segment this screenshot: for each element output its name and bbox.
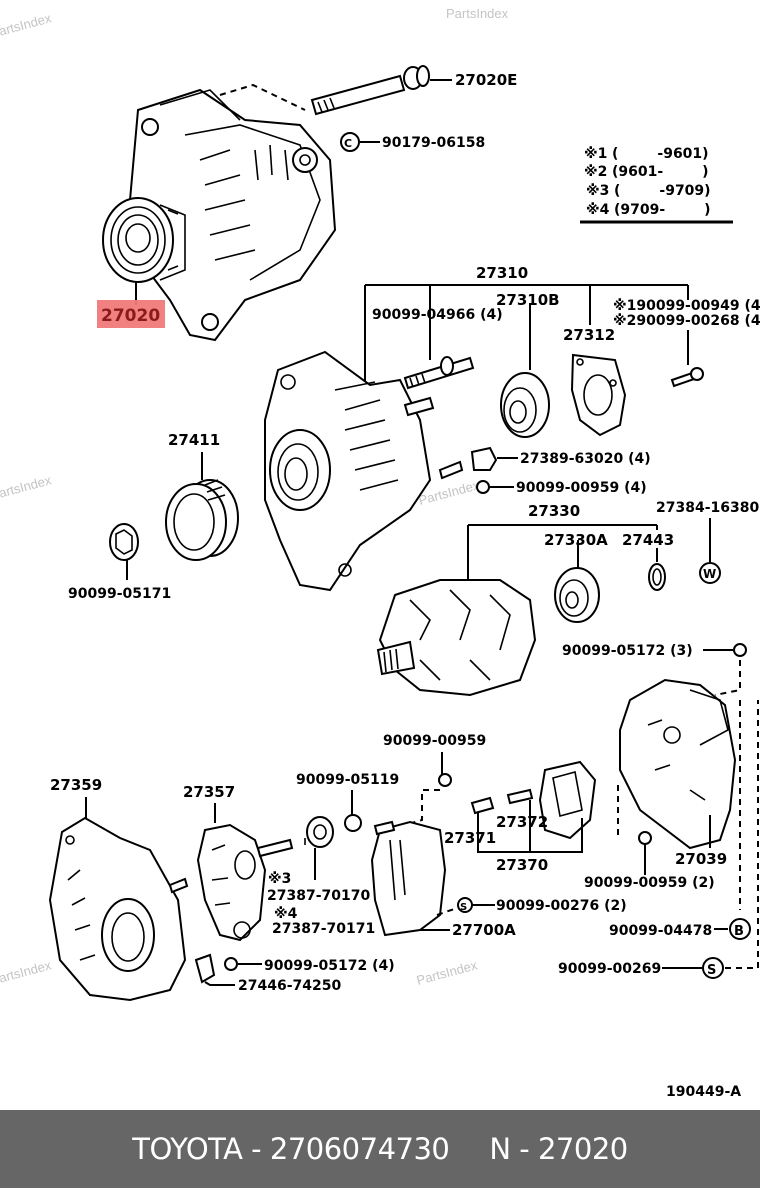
part-label-27020[interactable]: 27020 — [101, 306, 160, 326]
part-label-27389-63020[interactable]: 27389-63020 (4) — [520, 451, 651, 467]
part-label-90099-00959-4[interactable]: 90099-00959 (4) — [516, 480, 647, 496]
screw-drawing — [670, 367, 704, 388]
part-label-27330[interactable]: 27330 — [528, 502, 580, 520]
part-label-90099-05172-4[interactable]: 90099-05172 (4) — [264, 958, 395, 974]
part-label-90099-00959[interactable]: 90099-00959 — [383, 733, 486, 749]
part-label-27370[interactable]: 27370 — [496, 856, 548, 874]
legend-mark-4: ※4 — [586, 202, 610, 218]
part-label-27411[interactable]: 27411 — [168, 431, 220, 449]
part-label-27371[interactable]: 27371 — [444, 829, 496, 847]
part-label-27330A[interactable]: 27330A — [544, 531, 608, 549]
drive-end-frame-drawing — [264, 350, 464, 592]
part-label-27310[interactable]: 27310 — [476, 264, 528, 282]
part-label-27446-74250[interactable]: 27446-74250 — [238, 978, 341, 994]
watermark: PartsIndex — [0, 10, 53, 41]
watermark: PartsIndex — [415, 957, 479, 988]
part-info-footer: TOYOTA - 2706074730 N - 27020 — [0, 1110, 760, 1188]
legend-mark-2: ※2 — [584, 164, 607, 180]
rectifier-27357-drawing — [196, 823, 294, 942]
b-symbol: B — [729, 918, 751, 940]
part-label-90099-05171[interactable]: 90099-05171 — [68, 586, 171, 602]
reference-number: N - 27020 — [489, 1132, 628, 1166]
bearing-27310B-drawing — [500, 372, 550, 438]
rear-cover-27039-drawing — [619, 678, 737, 850]
washer-w-symbol: W — [699, 562, 721, 584]
mark-4: ※4 — [274, 906, 298, 922]
through-bolt-drawing — [219, 65, 452, 116]
part-label-27359[interactable]: 27359 — [50, 776, 102, 794]
part-label-27020E[interactable]: 27020E — [455, 71, 517, 89]
mark-3: ※3 — [268, 871, 291, 887]
stud-drawing — [403, 356, 475, 390]
watermark: PartsIndex — [446, 6, 509, 21]
part-label-90099-00959-2[interactable]: 90099-00959 (2) — [584, 875, 715, 891]
part-label-90099-00276[interactable]: 90099-00276 (2) — [496, 898, 627, 914]
nut-05171-drawing — [109, 523, 139, 580]
svg-text:S: S — [707, 963, 716, 978]
27310-bracket — [364, 284, 689, 385]
part-label-90099-04478[interactable]: 90099-04478 — [609, 923, 712, 939]
end-frame-27359-drawing — [48, 816, 189, 1002]
part-label-27387-70170[interactable]: 27387-70170 — [267, 888, 370, 904]
legend-range-1: ( -9601) — [612, 146, 709, 162]
insulator-27387-drawing — [304, 816, 334, 880]
part-label-90099-05172-3[interactable]: 90099-05172 (3) — [562, 643, 693, 659]
nut-icon — [733, 643, 747, 657]
part-label-90099-04966[interactable]: 90099-04966 (4) — [372, 307, 503, 323]
svg-text:S: S — [460, 902, 467, 913]
nut-icon — [438, 773, 452, 787]
legend-mark-3: ※3 — [586, 183, 609, 199]
c-symbol: C — [344, 137, 352, 150]
part-label-27443[interactable]: 27443 — [622, 531, 674, 549]
highlight-box — [97, 300, 165, 328]
svg-text:W: W — [703, 567, 716, 581]
terminal-insulator-drawing — [470, 446, 518, 494]
part-label-27700A[interactable]: 27700A — [452, 921, 516, 939]
bearing-27330A-drawing — [554, 567, 600, 623]
brand-name: TOYOTA — [132, 1132, 243, 1166]
s-symbol-00269: S — [702, 957, 724, 979]
watermark: PartsIndex — [0, 472, 53, 503]
footer-separator: - — [242, 1132, 270, 1166]
part-label-27384-16380[interactable]: 27384-16380 — [656, 500, 759, 516]
pulley-27411-drawing — [165, 479, 239, 561]
rotor-drawing — [376, 579, 537, 697]
terminal-27446-drawing — [194, 953, 262, 986]
part-label-27372[interactable]: 27372 — [496, 813, 548, 831]
part-label-27387-70171[interactable]: 27387-70171 — [272, 921, 375, 937]
part-number: 2706074730 — [269, 1132, 450, 1166]
part-label-27357[interactable]: 27357 — [183, 783, 235, 801]
legend-mark-1: ※1 — [584, 146, 607, 162]
legend-range-3: ( -9709) — [614, 183, 711, 199]
part-label-90099-00268[interactable]: ※290099-00268 (4) — [613, 313, 760, 329]
diagram-id: 190449-A — [666, 1084, 741, 1100]
ring-27443-drawing — [648, 563, 666, 591]
27370-bracket — [477, 800, 583, 853]
part-label-27310B[interactable]: 27310B — [496, 291, 560, 309]
part-label-27039[interactable]: 27039 — [675, 850, 727, 868]
regulator-27700A-drawing — [370, 820, 447, 937]
part-label-90099-00269[interactable]: 90099-00269 — [558, 961, 661, 977]
nut-90179-drawing: C — [340, 132, 380, 152]
s-symbol-00276: S — [457, 897, 473, 913]
alternator-assembly-drawing — [102, 88, 337, 342]
parts-diagram: PartsIndex PartsIndex PartsIndex PartsIn… — [0, 6, 760, 1100]
part-label-90179-06158[interactable]: 90179-06158 — [382, 135, 485, 151]
year-legend: ※1 ( -9601) ※2 (9601- ) ※3 ( -9709) ※4 (… — [580, 146, 733, 224]
part-label-27312[interactable]: 27312 — [563, 326, 615, 344]
legend-range-4: (9709- ) — [614, 202, 711, 218]
part-label-90099-00949[interactable]: ※190099-00949 (4) — [613, 298, 760, 314]
retainer-plate-drawing — [570, 353, 627, 437]
watermark: PartsIndex — [0, 957, 53, 988]
nut-icon — [344, 814, 362, 832]
svg-text:B: B — [734, 924, 744, 939]
part-label-90099-05119[interactable]: 90099-05119 — [296, 772, 399, 788]
legend-range-2: (9601- ) — [612, 164, 709, 180]
